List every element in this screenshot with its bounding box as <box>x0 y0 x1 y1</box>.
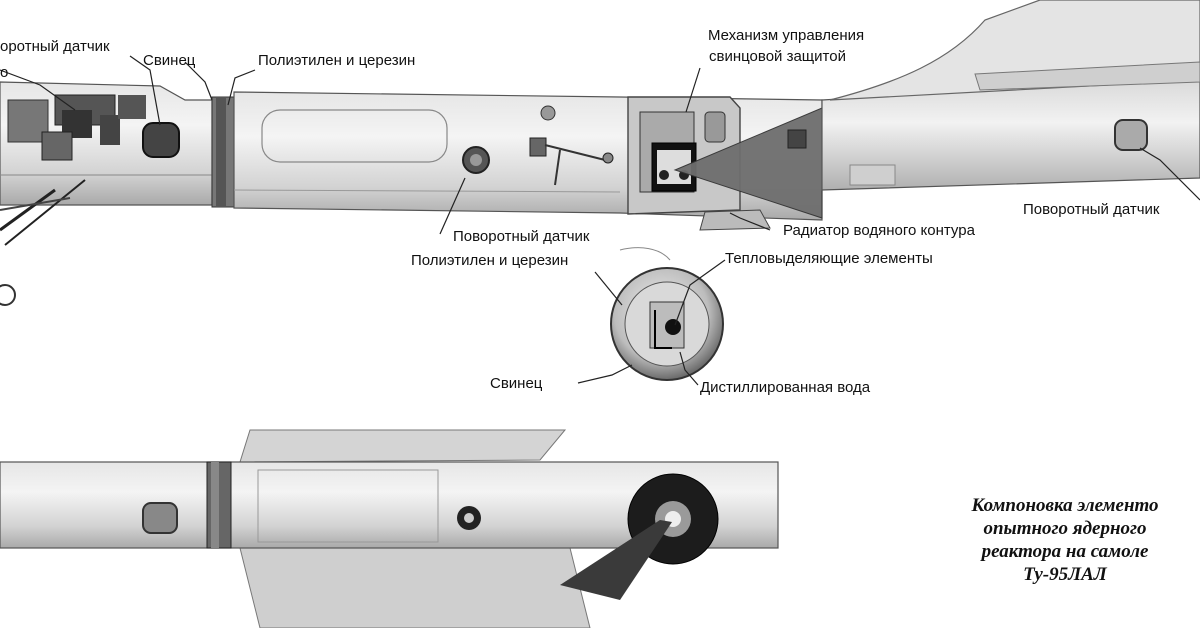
label-mechanism-line2: свинцовой защитой <box>709 48 846 65</box>
water-radiator <box>699 209 771 231</box>
rotary-sensor-tail <box>1114 119 1148 151</box>
label-poly-ceresin-top: Полиэтилен и церезин <box>258 52 416 69</box>
label-poly-ceresin-mid: Полиэтилен и церезин <box>411 252 569 269</box>
label-distilled-water: Дистиллированная вода <box>700 379 871 396</box>
label-lead-top: Свинец <box>143 52 196 69</box>
caption-line-3: реактора на самоле <box>981 541 1149 562</box>
label-radiator: Радиатор водяного контура <box>783 222 975 239</box>
lower-radiation-cone <box>560 520 672 600</box>
label-rotary-sensor-mid: Поворотный датчик <box>453 228 590 245</box>
figure-caption: Компоновка элементо опытного ядерного ре… <box>930 494 1200 586</box>
lower-wing-top <box>239 429 567 463</box>
fuel-element-dot <box>665 319 681 335</box>
label-mechanism-line1: Механизм управления <box>708 27 865 44</box>
caption-line-1: Компоновка элементо <box>971 495 1159 516</box>
lower-wing-bottom <box>239 547 591 629</box>
reactor-cross-section <box>610 247 724 381</box>
upper-fuselage <box>0 0 1200 306</box>
lower-sensor-front <box>142 502 178 534</box>
lower-fuselage <box>0 429 779 629</box>
cockpit-console <box>7 99 49 143</box>
caption-line-4: Ту-95ЛАЛ <box>1023 564 1107 585</box>
label-fuel-elements: Тепловыделяющие элементы <box>725 250 933 267</box>
label-lead-bottom: Свинец <box>490 375 543 392</box>
label-rotary-sensor-right: Поворотный датчик <box>1023 201 1160 218</box>
caption-line-2: опытного ядерного <box>983 518 1147 539</box>
label-fragment-o: о <box>0 64 9 81</box>
label-rotary-sensor-top-left: оротный датчик <box>0 38 110 55</box>
rotary-sensor-front <box>142 122 180 158</box>
leader-lines <box>0 55 1200 386</box>
